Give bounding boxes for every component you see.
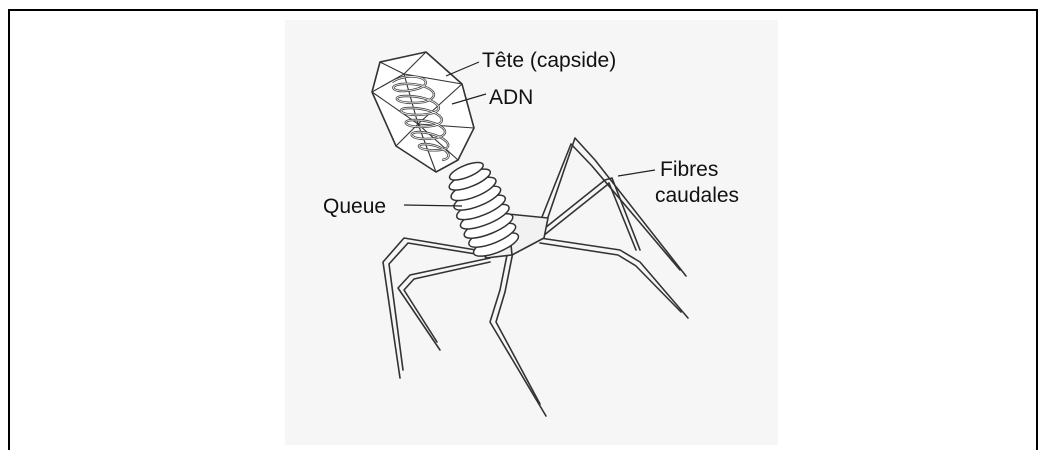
fiber-left-front (383, 238, 488, 378)
label-fibers-line1: Fibres (660, 158, 718, 181)
leader-head (446, 62, 479, 76)
label-fibers-line2: caudales (655, 184, 739, 207)
fiber-left-back (398, 258, 490, 350)
fiber-right-upper (540, 178, 640, 250)
leader-fibers (618, 170, 655, 176)
label-tail: Queue (323, 195, 386, 218)
tail-fibers (383, 138, 688, 416)
label-dna: ADN (489, 86, 533, 109)
fiber-front-down (490, 250, 546, 416)
label-head: Tête (capside) (482, 49, 616, 72)
